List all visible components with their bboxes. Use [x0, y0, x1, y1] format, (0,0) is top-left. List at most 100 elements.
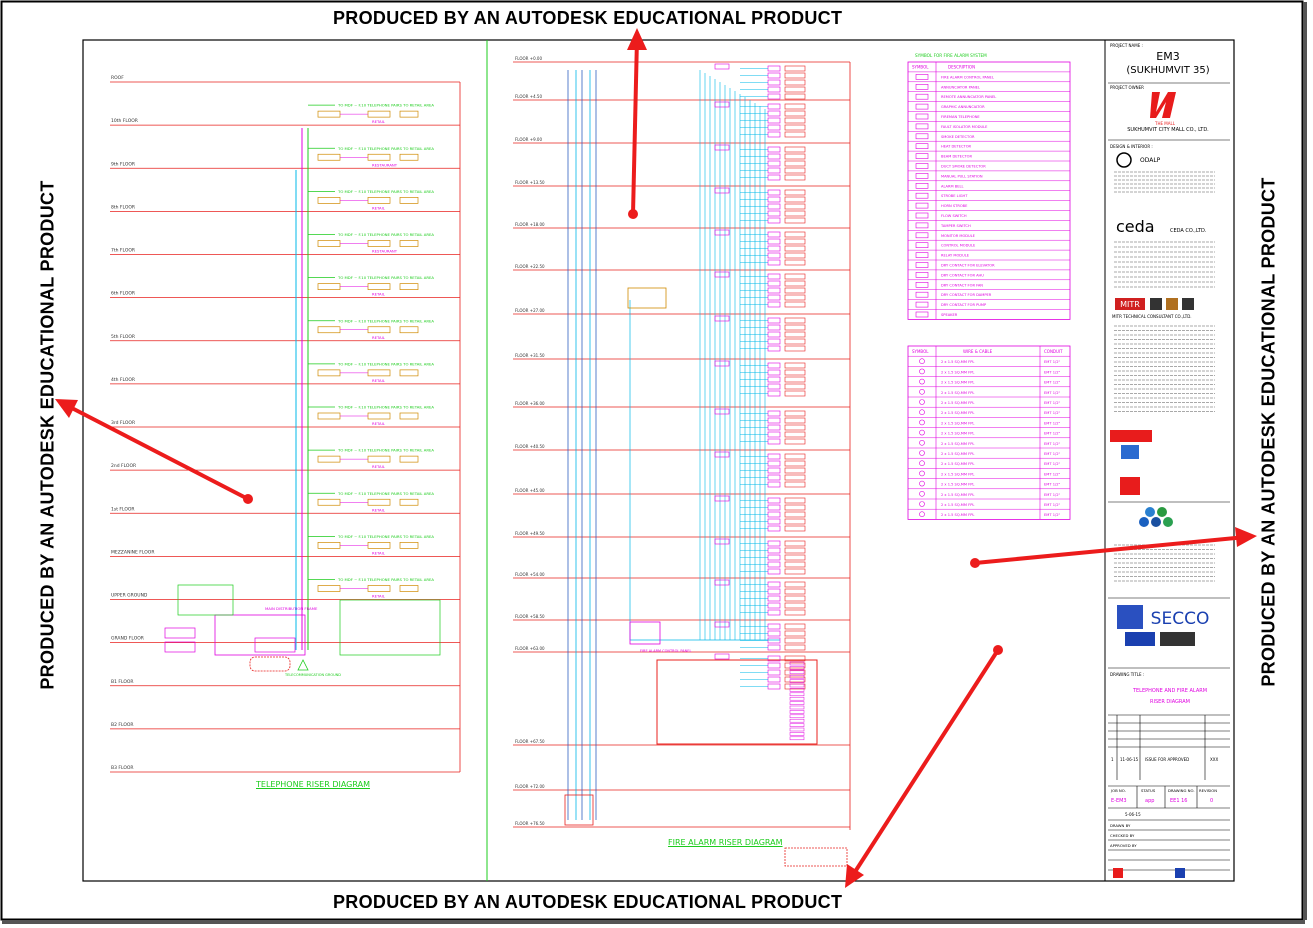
project-sub: (SUKHUMVIT 35) [1126, 65, 1209, 76]
wire-symbol [919, 399, 925, 405]
owner-label: PROJECT OWNER [1110, 85, 1144, 90]
fa-device-tag [784, 518, 806, 525]
legend-symbol [915, 123, 929, 130]
shop-label: RETAIL [372, 119, 386, 124]
legend-row-text: MANUAL PULL STATION [941, 174, 983, 178]
fa-device-box [789, 701, 805, 705]
fa-device-tag [784, 103, 806, 110]
fa-device-box [789, 714, 805, 719]
legend-symbol [915, 173, 929, 179]
wire-symbol [919, 429, 925, 436]
fa-control-panel-label: FIRE ALARM CONTROL PANEL [640, 649, 691, 653]
fa-device-tag [784, 602, 806, 609]
fa-device-box [767, 287, 781, 294]
fa-device-box [767, 383, 781, 390]
mdf-box [254, 637, 296, 653]
fa-device-box [767, 683, 781, 690]
fa-device-box [789, 732, 805, 736]
terminal-box [317, 110, 341, 118]
job-no: E-EM3 [1111, 798, 1127, 804]
legend-symbol [915, 183, 929, 189]
fa-device-tag [784, 93, 806, 100]
fa-device-box [767, 203, 781, 210]
terminal-box [367, 283, 391, 290]
fa-device-box [767, 561, 781, 568]
branch-label: TO MDF ~ F.10 TELEPHONE PAIRS TO RETAIL … [337, 146, 434, 151]
fa-note-cloud [784, 847, 848, 867]
branch-label: TO MDF ~ F.10 TELEPHONE PAIRS TO RETAIL … [337, 275, 434, 280]
fa-device-tag [784, 460, 806, 467]
fa-device-box [767, 568, 781, 575]
wire-conduit-text: EMT 1/2" [1044, 421, 1060, 425]
fa-device-tag [784, 196, 806, 203]
status-label: STATUS [1141, 788, 1156, 793]
drawing-frame [82, 39, 1235, 882]
legend-symbol [915, 232, 929, 239]
legend-row-text: DRY CONTACT FOR ELEVATOR [941, 264, 995, 268]
wire-conduit-text: EMT 1/2" [1044, 513, 1060, 517]
floor-label: 7th FLOOR [111, 248, 135, 254]
wire-conduit-text: EMT 1/2" [1044, 381, 1060, 385]
wire-cable-text: 2 x 1.5 SQ.MM FPL [941, 411, 974, 415]
logo-icon [1110, 430, 1152, 442]
legend-row-text: STROBE LIGHT [941, 194, 968, 198]
mdf-box [214, 614, 306, 656]
fa-floor-label: FLOOR +49.50 [515, 531, 545, 536]
legend-row-text: SPEAKER [941, 313, 958, 317]
fa-isolator [714, 360, 730, 367]
fa-isolator [714, 653, 730, 660]
fa-device-box [789, 736, 805, 741]
wire-cable-text: 2 x 1.5 SQ.MM FPL [941, 483, 974, 487]
wire-cable-text: 2 x 1.5 SQ.MM FPL [941, 370, 974, 374]
fa-device-box [767, 525, 781, 532]
legend-row-text: HEAT DETECTOR [941, 145, 972, 149]
legend-row-text: RELAY MODULE [941, 254, 970, 258]
fa-isolator [714, 187, 730, 194]
terminal-box [367, 542, 391, 549]
legend-symbol [915, 281, 929, 288]
fa-device-tag [784, 554, 806, 561]
red-arrows [55, 28, 1257, 888]
fa-device-box [767, 93, 781, 100]
floor-label: UPPER GROUND [111, 593, 148, 599]
fa-device-tag [784, 383, 806, 390]
wire-symbol [919, 388, 925, 395]
fa-isolator [714, 408, 730, 415]
logo-icon [1113, 868, 1123, 878]
ground-symbol [297, 659, 309, 671]
wire-cable-text: 2 x 1.5 SQ.MM FPL [941, 442, 974, 446]
floor-label: MEZZANINE FLOOR [111, 549, 154, 555]
fa-device-box [767, 376, 781, 383]
fa-device-tag [784, 474, 806, 481]
fa-device-tag [784, 595, 806, 602]
fa-device-tag [784, 287, 806, 294]
fa-device-tag [784, 189, 806, 196]
drawing-no-label: DRAWING NO. [1168, 788, 1195, 793]
wire-symbol [919, 439, 925, 446]
mep-company: MITR TECHNICAL CONSULTANT CO.,LTD. [1112, 314, 1192, 319]
telephone-riser-title: TELEPHONE RISER DIAGRAM [256, 780, 370, 789]
fa-floor-label: FLOOR +13.50 [515, 180, 545, 185]
wire-symbol [919, 358, 925, 365]
fire-alarm-devices [714, 63, 806, 741]
fa-device-box [767, 518, 781, 525]
fa-device-box [789, 692, 805, 697]
fa-device-box [767, 669, 781, 676]
architect-logo: ODALP [1140, 157, 1161, 164]
wire-cable-text: 2 x 1.5 SQ.MM FPL [941, 381, 974, 385]
fa-device-tag [784, 390, 806, 397]
floor-label: 9th FLOOR [111, 161, 135, 167]
fa-device-tag [784, 273, 806, 280]
wire-symbol [919, 368, 925, 375]
fa-device-tag [784, 217, 806, 224]
wire-conduit-text: EMT 1/2" [1044, 401, 1060, 405]
wire-cable-text: 2 x 1.5 SQ.MM FPL [941, 401, 974, 405]
fa-device-box [767, 273, 781, 280]
drawing-no: EE1 16 [1170, 798, 1187, 804]
terminal-box [317, 542, 341, 549]
fa-device-tag [784, 203, 806, 210]
design-label: DESIGN & INTERIOR : [1110, 144, 1153, 149]
terminal-box [317, 498, 341, 506]
telephone-branches: TO MDF ~ F.10 TELEPHONE PAIRS TO RETAIL … [164, 103, 441, 677]
